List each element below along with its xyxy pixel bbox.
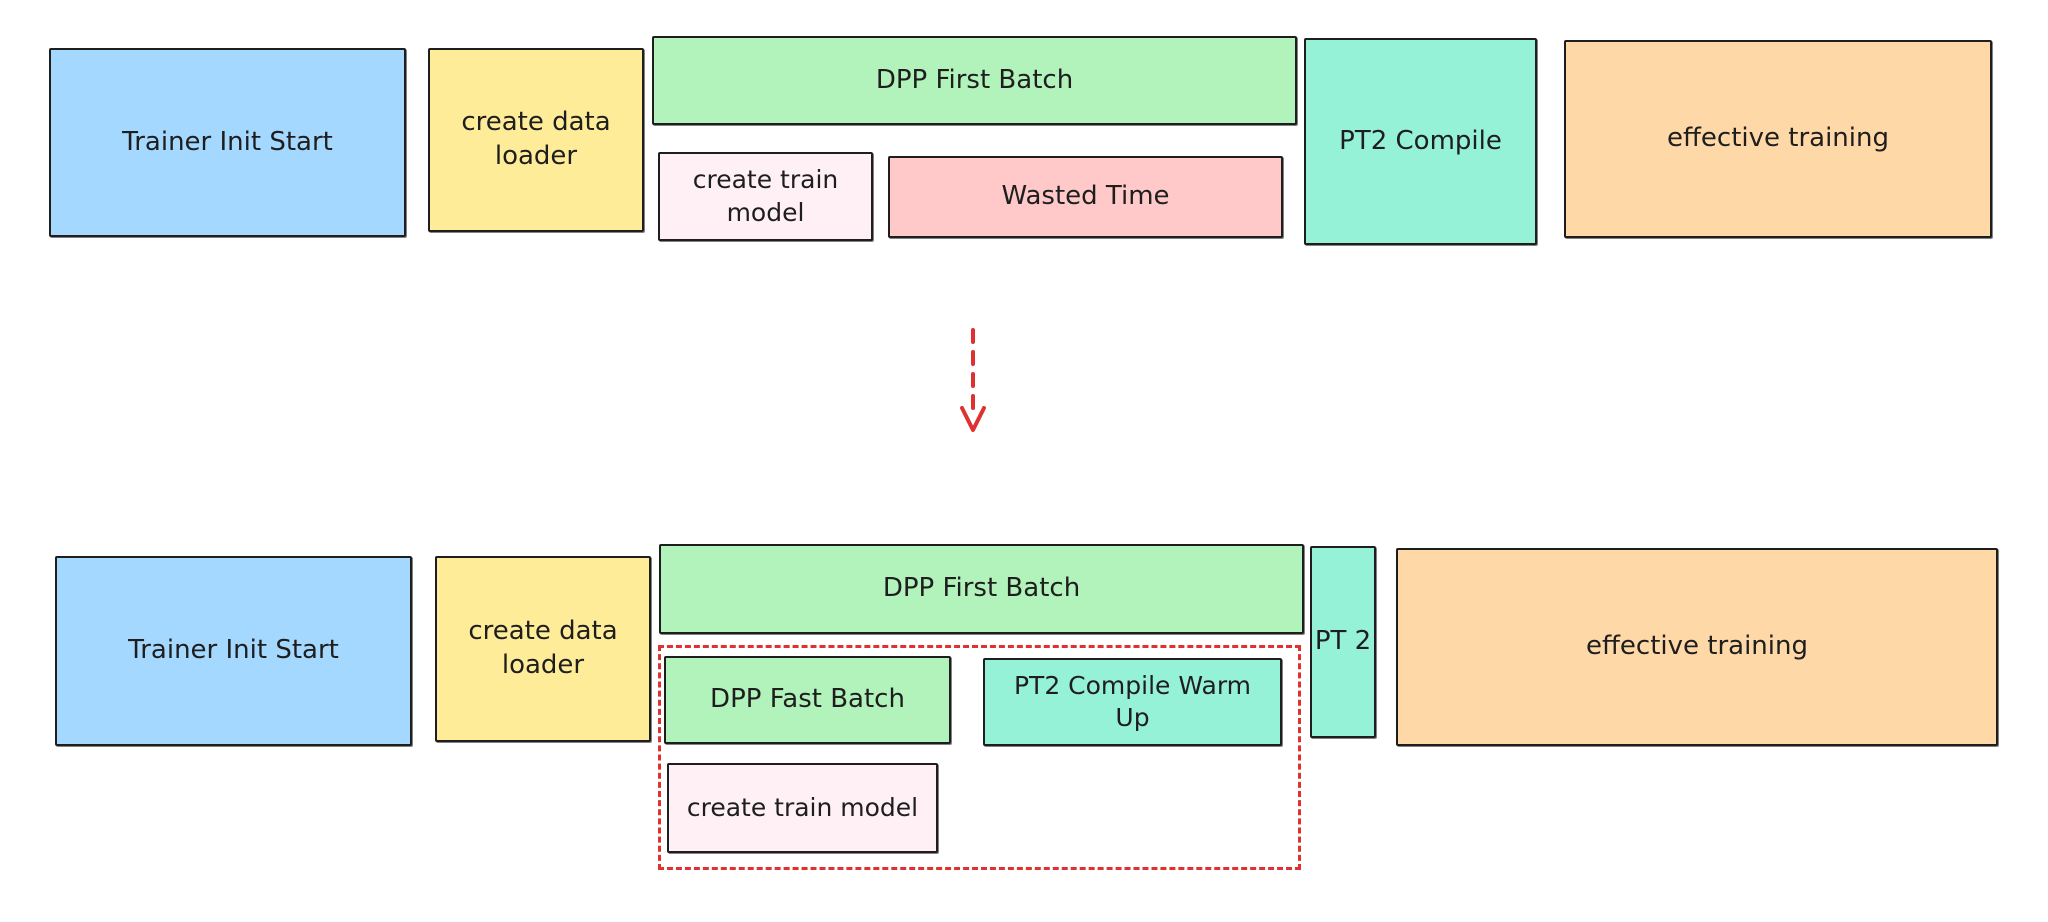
before-pt2-compile-label: PT2 Compile (1339, 125, 1502, 156)
before-effective-training-label: effective training (1667, 123, 1889, 154)
before-trainer-init-box: Trainer Init Start (49, 48, 406, 237)
after-dpp-fast-batch-box: DPP Fast Batch (664, 656, 951, 744)
after-trainer-init-label: Trainer Init Start (128, 635, 339, 666)
after-create-train-model-label: create train model (686, 792, 919, 822)
after-create-data-loader-box: create data loader (435, 556, 651, 742)
after-pt2-box: PT 2 (1310, 546, 1376, 738)
after-effective-training-label: effective training (1586, 631, 1808, 662)
before-create-data-loader-label: create data loader (461, 107, 611, 171)
after-dpp-first-batch-label: DPP First Batch (882, 573, 1081, 604)
before-pt2-compile-box: PT2 Compile (1304, 38, 1537, 245)
before-trainer-init-label: Trainer Init Start (122, 126, 333, 157)
before-create-train-model-label: create train model (692, 165, 839, 227)
after-dpp-first-batch-box: DPP First Batch (659, 544, 1304, 634)
after-pt2-compile-warm-up-label: PT2 Compile Warm Up (1013, 670, 1252, 733)
after-create-data-loader-label: create data loader (468, 616, 618, 680)
before-create-train-model-box: create train model (658, 152, 873, 241)
after-effective-training-box: effective training (1396, 548, 1998, 746)
after-create-train-model-box: create train model (667, 763, 938, 853)
parallel-work-group (658, 645, 1301, 870)
after-trainer-init-box: Trainer Init Start (55, 556, 412, 746)
before-wasted-time-box: Wasted Time (888, 156, 1283, 238)
before-effective-training-box: effective training (1564, 40, 1992, 238)
before-dpp-first-batch-label: DPP First Batch (875, 64, 1074, 95)
after-pt2-compile-warm-up-box: PT2 Compile Warm Up (983, 658, 1282, 746)
before-dpp-first-batch-box: DPP First Batch (652, 36, 1297, 125)
before-wasted-time-label: Wasted Time (1001, 181, 1170, 212)
transition-arrow-icon (960, 328, 986, 432)
after-dpp-fast-batch-label: DPP Fast Batch (710, 684, 905, 715)
after-pt2-label: PT 2 (1314, 626, 1372, 657)
before-create-data-loader-box: create data loader (428, 48, 644, 232)
